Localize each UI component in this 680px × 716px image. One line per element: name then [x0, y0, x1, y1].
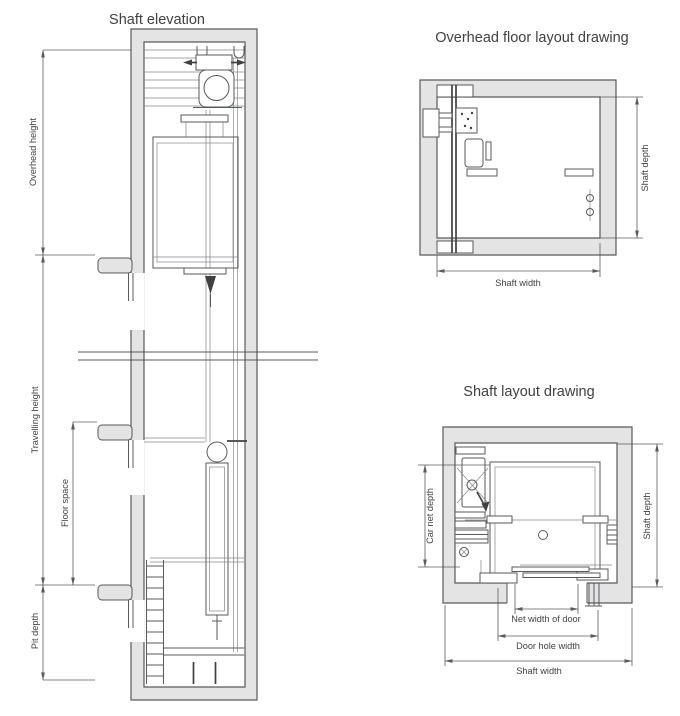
machine-width-arrows [183, 59, 246, 66]
overhead-floor-layout-drawing: Overhead floor layout drawing [419, 30, 650, 288]
car-safety-gear [183, 267, 227, 307]
shaft-layout-dimensions: Car net depth Shaft depth Net width of d… [418, 443, 663, 676]
elevator-car [152, 136, 239, 269]
counterweight-pulley [206, 441, 228, 463]
landing-floor-slabs [97, 257, 133, 601]
machine-beam-top [436, 84, 474, 98]
rope-hole-symbols [586, 189, 594, 221]
travelling-height-label: Travelling height [30, 386, 40, 454]
overhead-machine-assembly [422, 84, 594, 254]
rail-bracket-right [582, 515, 609, 524]
shaft-break-lines [78, 351, 318, 361]
shaft-elevation-drawing: Shaft elevation [28, 12, 318, 701]
pit-ladder [146, 560, 164, 684]
wall-bracket [422, 108, 440, 138]
overhead-height-label: Overhead height [28, 118, 38, 186]
net-door-width-label: Net width of door [511, 614, 580, 624]
machine-motor [195, 54, 233, 71]
plan-guide-rails [465, 515, 618, 545]
car-crosshead [180, 114, 229, 137]
car-net-depth-label: Car net depth [425, 488, 435, 544]
rail-bracket-left [466, 168, 498, 177]
door-panel-1 [511, 566, 590, 572]
floor-space-label: Floor space [60, 479, 70, 527]
door-panel-2 [522, 572, 601, 578]
counterweight-assembly [144, 437, 247, 640]
counterweight-plan [454, 446, 490, 583]
machine-base-plate [455, 107, 478, 134]
door-opening [507, 582, 587, 604]
landing-door-openings [126, 273, 145, 642]
rail-bracket-left [486, 515, 513, 524]
door-jamb-detail [585, 583, 602, 607]
machine-beam-bottom [436, 240, 474, 254]
rail-bracket-right [564, 168, 594, 177]
traction-sheave [203, 75, 230, 101]
overhead-dimensions: Shaft depth Shaft width [436, 96, 650, 288]
landing-door-plan [479, 564, 612, 607]
right-guide-shoe [606, 524, 618, 545]
traction-machine [183, 54, 246, 108]
layout-shaft-depth-label: Shaft depth [642, 493, 652, 540]
overhead-shaft-wall-plan [419, 79, 617, 256]
shaft-elevation-title: Shaft elevation [109, 12, 205, 28]
door-sill-left [479, 572, 518, 584]
shaft-layout-title: Shaft layout drawing [463, 384, 594, 400]
door-hole-width-label: Door hole width [516, 641, 580, 651]
machine-body-plan [464, 138, 484, 168]
elevation-dimensions: Overhead height Travelling height Floor … [28, 49, 131, 681]
pit-buffers [192, 662, 217, 684]
earth-symbol [459, 547, 469, 557]
pit-area [146, 557, 244, 684]
shaft-layout-drawing: Shaft layout drawing [418, 384, 663, 676]
pit-depth-label: Pit depth [30, 613, 40, 649]
overhead-shaft-depth-label: Shaft depth [640, 145, 650, 192]
car-center-mark [538, 530, 548, 540]
overhead-layout-title: Overhead floor layout drawing [435, 30, 628, 46]
layout-shaft-width-label: Shaft width [516, 666, 561, 676]
overhead-shaft-width-label: Shaft width [495, 278, 540, 288]
